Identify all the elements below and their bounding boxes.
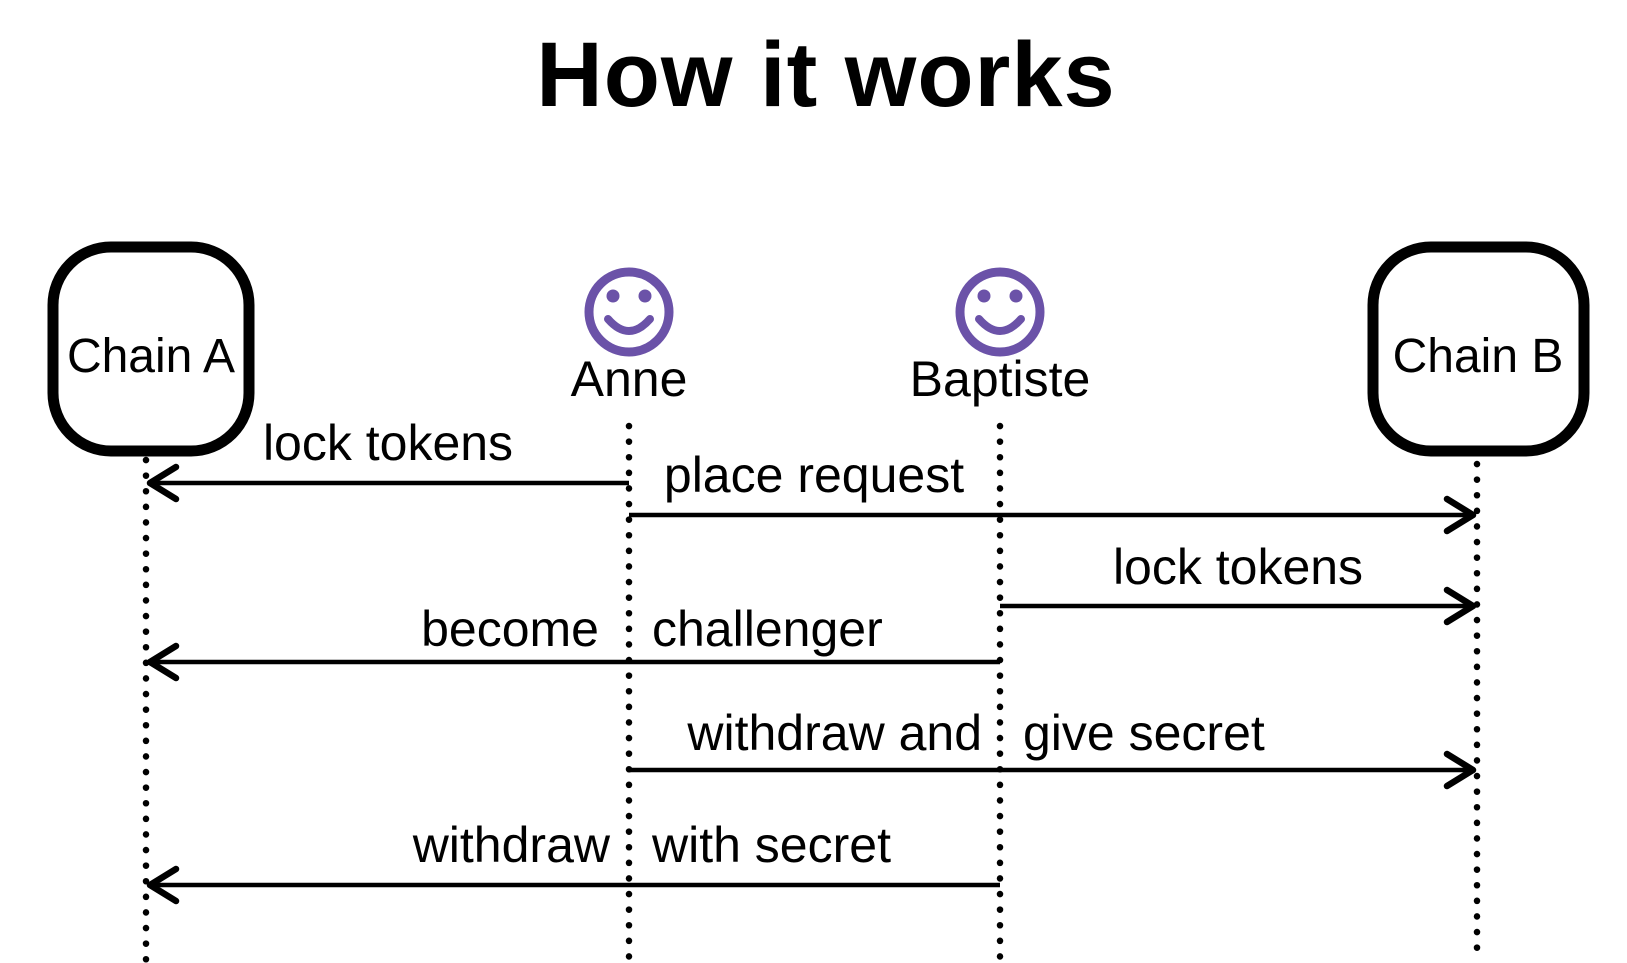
smiley-left-eye	[977, 289, 991, 303]
actor-label-anne: Anne	[571, 351, 688, 407]
message-5-label-left: withdraw and	[686, 705, 982, 761]
actor-label-chain-b: Chain B	[1393, 330, 1564, 383]
smiley-face-icon	[955, 267, 1045, 357]
message-2-label: place request	[664, 447, 964, 503]
smiley-right-eye	[1009, 289, 1023, 303]
anne-person-icon	[584, 267, 674, 357]
message-2-arrowhead	[1443, 495, 1477, 535]
message-4-label-left: become	[421, 601, 599, 657]
message-6-label-left: withdraw	[412, 817, 611, 873]
smiley-mouth	[604, 315, 654, 335]
message-3-arrowhead	[1443, 586, 1477, 626]
message-3-label: lock tokens	[1113, 539, 1363, 595]
actor-box-chain-a	[47, 241, 255, 457]
smiley-face-icon	[584, 267, 674, 357]
baptiste-person-icon	[955, 267, 1045, 357]
message-1-label: lock tokens	[263, 415, 513, 471]
page-title: How it works	[536, 24, 1115, 126]
actor-box-chain-b	[1367, 241, 1590, 457]
message-4-label-right: challenger	[652, 601, 883, 657]
message-5-arrowhead	[1443, 750, 1477, 790]
message-1-arrowhead	[146, 463, 180, 503]
smiley-mouth	[975, 315, 1025, 335]
smiley-right-eye	[638, 289, 652, 303]
message-4-arrowhead	[146, 642, 180, 682]
message-6-label-right: with secret	[651, 817, 891, 873]
actor-label-chain-a: Chain A	[67, 330, 235, 383]
message-6-arrowhead	[146, 865, 180, 905]
smiley-left-eye	[606, 289, 620, 303]
message-5-label-right: give secret	[1023, 705, 1265, 761]
actor-label-baptiste: Baptiste	[910, 351, 1091, 407]
